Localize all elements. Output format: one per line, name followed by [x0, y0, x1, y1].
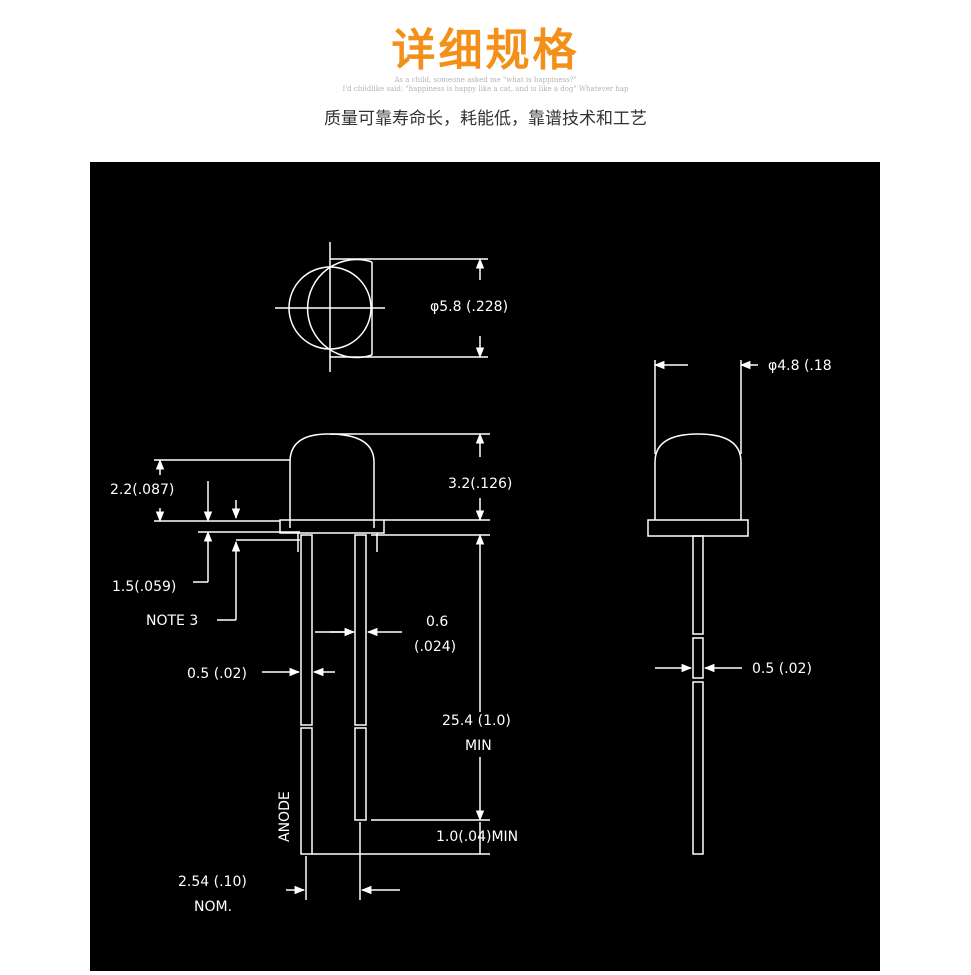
- side-led-flange: [647, 519, 749, 537]
- label-lead-width-b: (.024): [414, 639, 456, 655]
- label-note-3: NOTE 3: [146, 613, 198, 629]
- label-body-height: 3.2(.126): [448, 476, 512, 492]
- label-lead-thickness: 0.5 (.02): [187, 666, 247, 682]
- label-pitch-a: 2.54 (.10): [178, 874, 247, 890]
- label-lead-length-b: MIN: [465, 738, 492, 754]
- side-led-dome: [654, 433, 742, 520]
- page-title: 详细规格: [391, 25, 580, 76]
- side-lead-middle: [692, 637, 704, 679]
- technical-drawing-panel: φ5.8 (.228) φ4.8 (.18 2.2(.087) 3.2(.126…: [90, 162, 880, 971]
- front-view: [154, 432, 490, 900]
- side-lead-upper: [692, 535, 704, 635]
- label-lead-width-a: 0.6: [426, 614, 448, 630]
- subtitle-line-2: I'd childlike said: "happiness is happy …: [342, 85, 629, 93]
- cathode-lead-lower: [354, 727, 367, 821]
- label-anode: ANODE: [277, 791, 293, 842]
- cathode-lead-upper: [354, 534, 367, 726]
- anode-lead-upper: [300, 534, 313, 726]
- top-view: [275, 242, 488, 372]
- label-pitch-b: NOM.: [194, 899, 232, 915]
- label-lead-gap: 1.0(.04)MIN: [436, 829, 518, 845]
- label-side-lead-thickness: 0.5 (.02): [752, 661, 812, 677]
- label-top-diameter: φ5.8 (.228): [430, 299, 508, 315]
- tagline: 质量可靠寿命长，耗能低，靠谱技术和工艺: [324, 109, 647, 129]
- label-lead-length-a: 25.4 (1.0): [442, 713, 511, 729]
- led-dome: [289, 433, 375, 528]
- led-flange: [279, 519, 385, 534]
- side-view: [647, 360, 758, 855]
- subtitle-line-1: As a child, someone asked me "what is ha…: [394, 76, 577, 84]
- anode-lead-lower: [300, 727, 313, 855]
- label-side-diameter: φ4.8 (.18: [768, 358, 832, 374]
- label-dome-height: 2.2(.087): [110, 482, 174, 498]
- led-dimension-drawing: φ5.8 (.228) φ4.8 (.18 2.2(.087) 3.2(.126…: [110, 242, 832, 915]
- label-flange: 1.5(.059): [112, 579, 176, 595]
- side-lead-lower: [692, 681, 704, 855]
